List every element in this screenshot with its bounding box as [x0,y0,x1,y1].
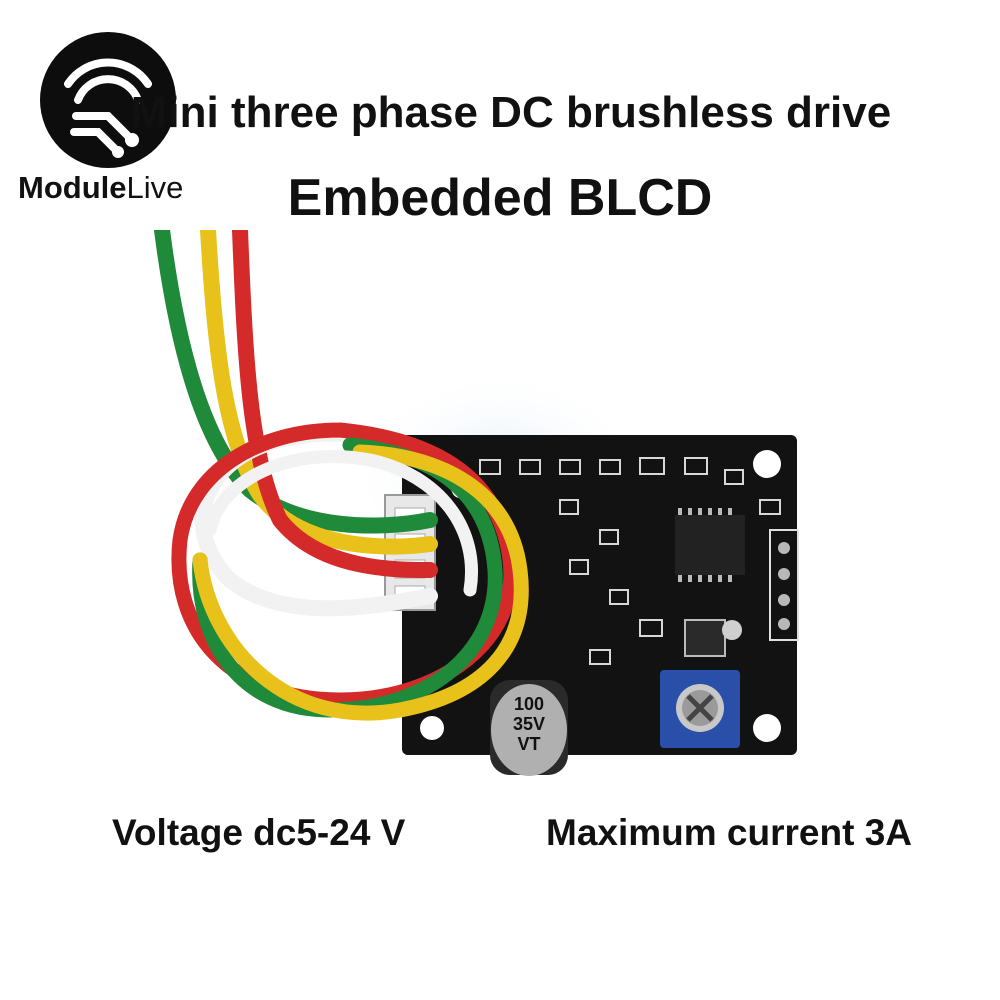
product-photo: 100 35V VT [154,230,799,776]
product-subtitle: Embedded BLCD [287,169,713,227]
capacitor-icon: 100 35V VT [490,680,568,776]
brand-logo: ModuleLive [18,30,208,210]
modulelive-logo-icon [40,32,176,168]
capacitor-label-1: 100 [514,694,544,714]
product-title: Mini three phase DC brushless drive [130,88,892,137]
capacitor-label-2: 35V [513,714,545,734]
potentiometer-icon [660,670,740,748]
voltage-spec: Voltage dc5-24 V [112,812,406,853]
brand-name-light: Live [126,170,184,205]
capacitor-label-3: VT [517,734,540,754]
current-spec: Maximum current 3A [546,812,912,853]
brand-name-bold: Module [18,170,127,205]
brand-name: ModuleLive [18,170,218,206]
wire-bundle [154,230,529,721]
